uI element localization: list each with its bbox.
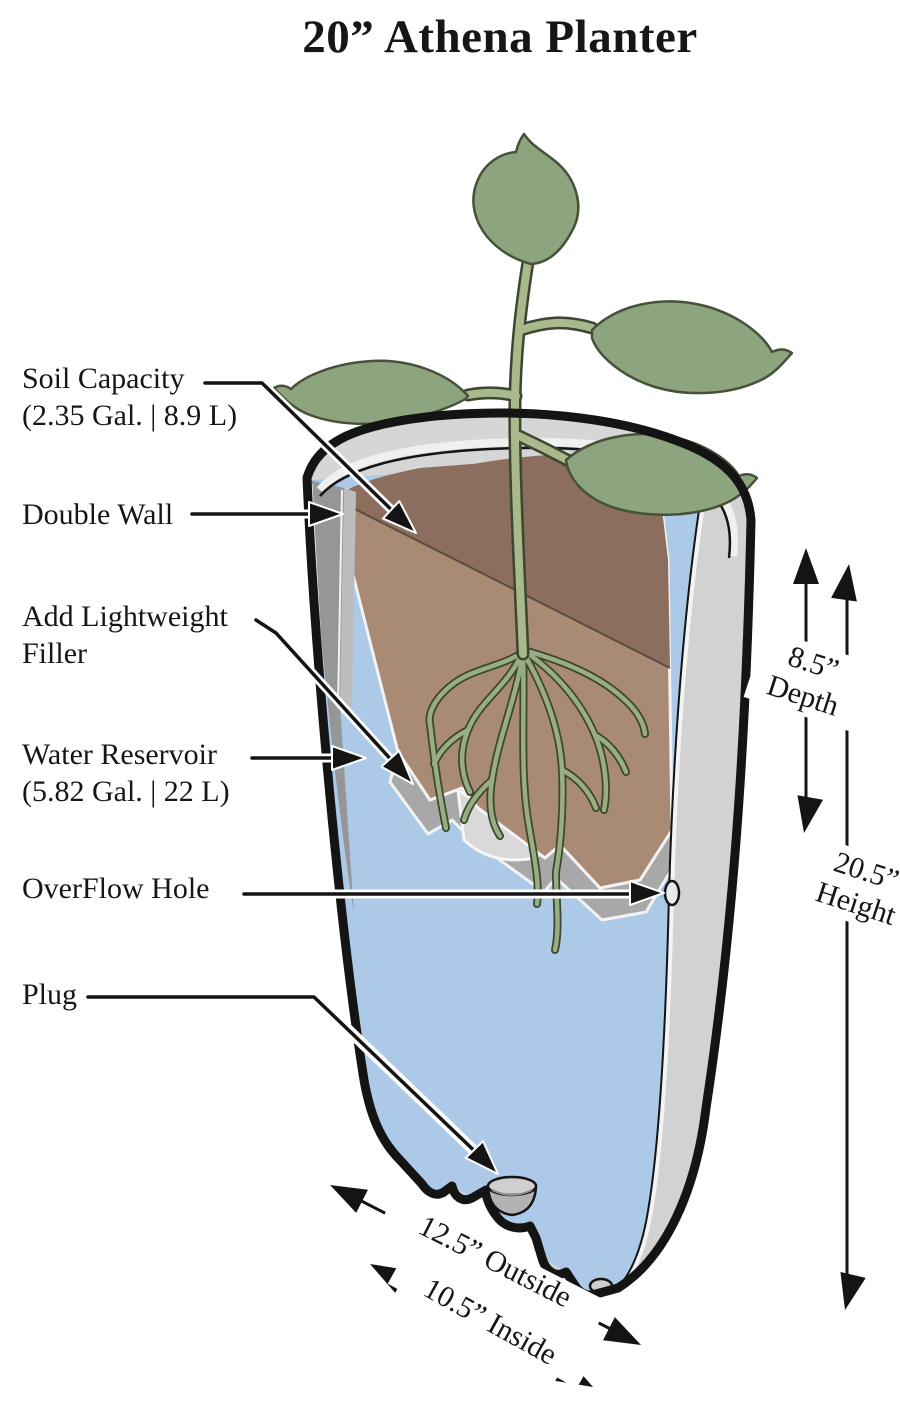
plant-leaves: [272, 132, 794, 516]
label-filler: Add Lightweight Filler: [22, 598, 228, 672]
water-reservoir-line1: Water Reservoir: [22, 738, 217, 771]
label-double-wall: Double Wall: [22, 498, 174, 531]
label-soil-capacity: Soil Capacity (2.35 Gal. | 8.9 L): [22, 360, 237, 434]
water-reservoir-line2: (5.82 Gal. | 22 L): [22, 775, 230, 808]
filler-line1: Add Lightweight: [22, 600, 228, 633]
label-water-reservoir: Water Reservoir (5.82 Gal. | 22 L): [22, 736, 230, 810]
soil-capacity-line1: Soil Capacity: [22, 362, 185, 395]
overflow-hole: [663, 879, 681, 907]
page-title: 20” Athena Planter: [302, 11, 698, 63]
plant-roots: [425, 646, 649, 954]
plug-part: [486, 1175, 538, 1217]
filler-line2: Filler: [22, 637, 87, 670]
front-wall: [618, 458, 751, 1287]
soil-capacity-line2: (2.35 Gal. | 8.9 L): [22, 399, 238, 432]
soil-cut-shadow: [333, 450, 670, 668]
label-overflow-hole: OverFlow Hole: [22, 872, 210, 905]
leader-lines: [82, 378, 665, 1175]
label-plug: Plug: [22, 978, 78, 1011]
leaf-right: [590, 300, 794, 395]
leaf-top: [472, 132, 580, 266]
